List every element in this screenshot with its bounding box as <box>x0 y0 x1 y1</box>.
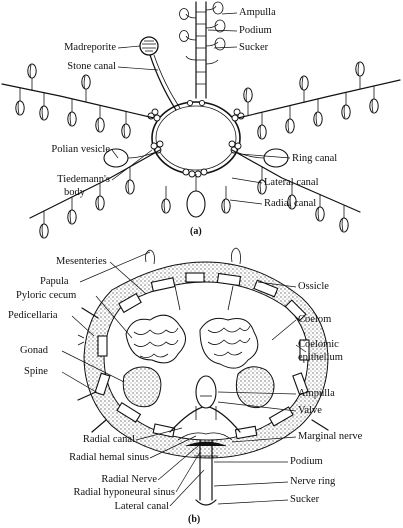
label-stone-canal: Stone canal <box>67 61 116 72</box>
label-radial-canal-a: Radial canal <box>264 198 317 209</box>
label-lateral-canal-a: Lateral canal <box>264 177 319 188</box>
label-tiedemanns-body-line1: Tiedemann's <box>57 174 110 185</box>
label-marginal-nerve: Marginal nerve <box>298 431 363 442</box>
label-podium-a: Podium <box>239 25 272 36</box>
label-coelomic-epithelium-line1: Coelomic <box>298 339 339 350</box>
label-ossicle: Ossicle <box>298 281 329 292</box>
label-lateral-canal-b: Lateral canal <box>114 501 170 512</box>
label-polian-vesicle: Polian vesicle <box>51 144 110 155</box>
figure-a-artwork <box>1 1 401 239</box>
caption-a: (a) <box>190 226 202 237</box>
caption-b: (b) <box>188 514 201 525</box>
figure-b-artwork <box>61 247 329 507</box>
label-coelom: Coelom <box>298 314 332 325</box>
label-ampulla-b: Ampulla <box>298 388 335 399</box>
label-nerve-ring: Nerve ring <box>290 476 336 487</box>
label-spine: Spine <box>24 366 48 377</box>
label-gonad: Gonad <box>20 345 48 356</box>
label-tiedemanns-body-line2: body <box>64 187 85 198</box>
label-radial-hyponeural-sinus: Radial hyponeural sinus <box>73 487 175 498</box>
label-ampulla-a: Ampulla <box>239 7 276 18</box>
label-papula: Papula <box>40 276 69 287</box>
label-coelomic-epithelium-line2: epithelium <box>298 352 343 363</box>
label-sucker-b: Sucker <box>290 494 320 505</box>
label-radial-canal-b: Radial canal <box>82 434 135 445</box>
label-ring-canal: Ring canal <box>292 153 338 164</box>
label-radial-nerve: Radial Nerve <box>101 474 157 485</box>
label-sucker-a: Sucker <box>239 42 269 53</box>
label-pedicellaria: Pedicellaria <box>8 310 58 321</box>
label-madreporite: Madreporite <box>64 42 116 53</box>
label-podium-b: Podium <box>290 456 323 467</box>
label-pyloric-cecum: Pyloric cecum <box>16 290 77 301</box>
label-mesenteries: Mesenteries <box>56 256 107 267</box>
label-valve: Valve <box>298 405 322 416</box>
label-radial-hemal-sinus: Radial hemal sinus <box>69 452 149 463</box>
